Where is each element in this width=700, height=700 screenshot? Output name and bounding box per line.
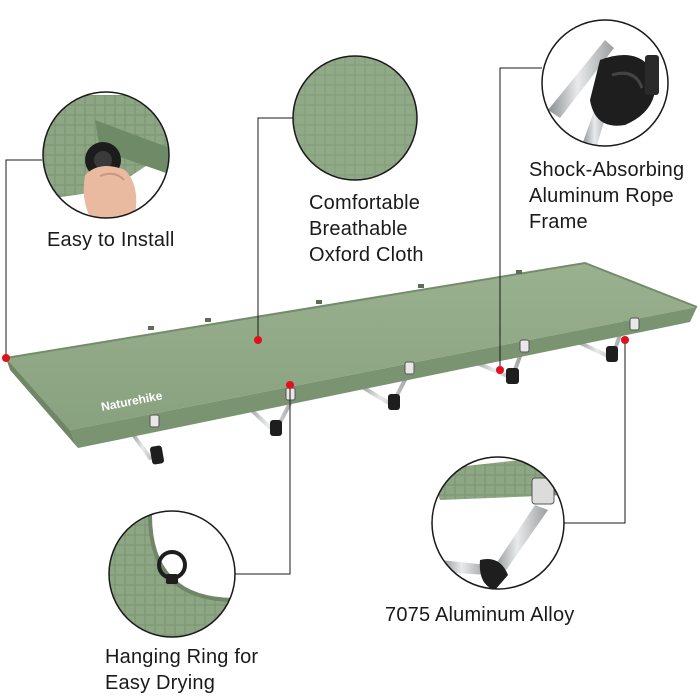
feature-label-oxford-cloth: Comfortable Breathable Oxford Cloth bbox=[309, 192, 424, 266]
pointer-dots bbox=[2, 336, 629, 389]
cot-bed: Naturehike bbox=[5, 261, 698, 448]
hanging-ring-detail-circle bbox=[108, 510, 236, 638]
red-dot-icon bbox=[2, 354, 10, 362]
red-dot-icon bbox=[621, 336, 629, 344]
feature-label-frame: Shock-Absorbing Aluminum Rope Frame bbox=[529, 159, 685, 233]
frame-detail-circle bbox=[541, 19, 669, 147]
leader-lines bbox=[5, 67, 626, 575]
install-detail-circle bbox=[42, 91, 170, 219]
alloy-detail-circle bbox=[431, 456, 565, 590]
cot-legs bbox=[128, 318, 627, 465]
red-dot-icon bbox=[286, 381, 294, 389]
feature-label-alloy: 7075 Aluminum Alloy bbox=[385, 604, 575, 626]
black-joint-feet bbox=[150, 346, 618, 465]
feature-label-hanging-ring: Hanging Ring for Easy Drying bbox=[105, 646, 259, 694]
cloth-detail-circle bbox=[292, 55, 418, 181]
red-dot-icon bbox=[496, 366, 504, 374]
feature-label-easy-install: Easy to Install bbox=[47, 229, 175, 251]
red-dot-icon bbox=[254, 336, 262, 344]
